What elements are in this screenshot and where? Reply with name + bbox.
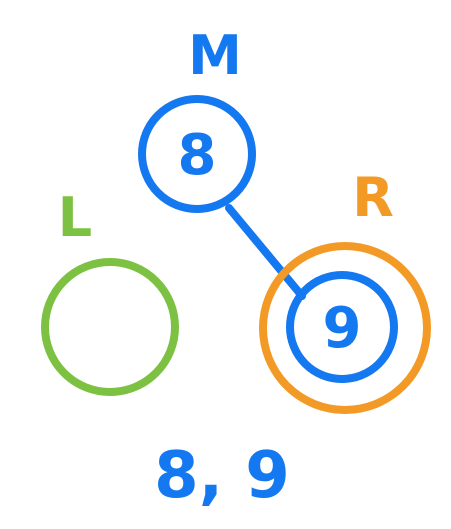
node-left [41,258,179,396]
label-middle: M [188,24,242,87]
label-right: R [352,166,394,229]
edge-middle-to-right [225,204,306,300]
node-middle [138,95,256,213]
node-right-inner [286,271,398,383]
label-left: L [58,186,92,249]
result-text: 8, 9 [154,439,290,513]
node-right-value: 9 [323,296,362,361]
node-right-outer [259,242,431,414]
node-middle-value: 8 [178,123,217,188]
